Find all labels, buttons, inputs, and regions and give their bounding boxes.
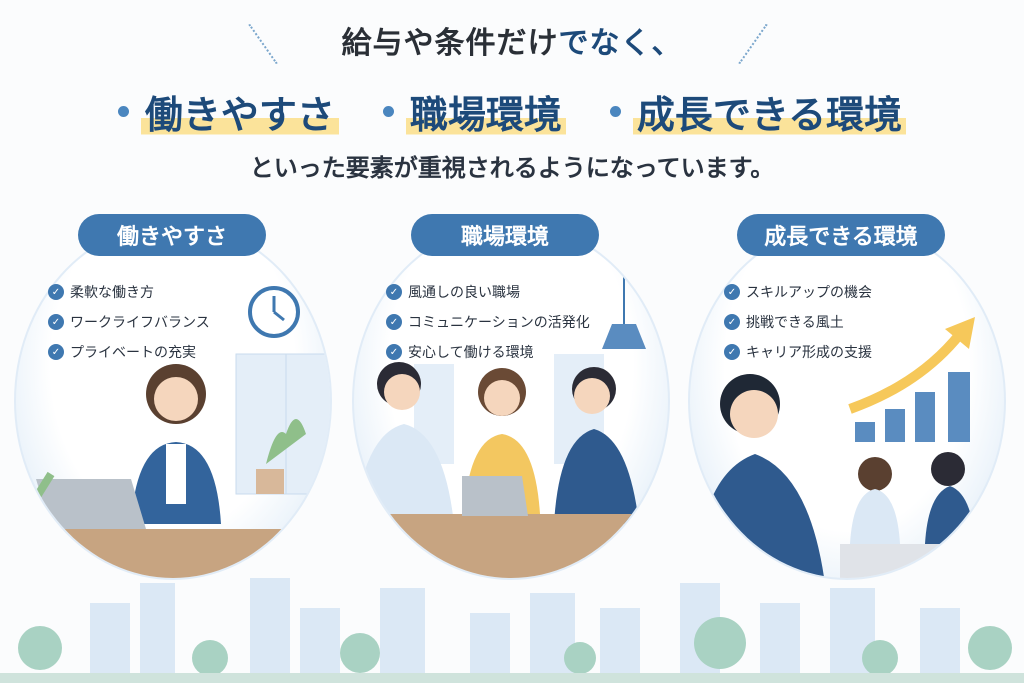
list-item: ✓ ワークライフバランス xyxy=(48,307,210,337)
headline: 給与や条件だけでなく、 xyxy=(0,18,1024,62)
list-item: ✓ スキルアップの機会 xyxy=(724,277,872,307)
list-item: ✓ コミュニケーションの活発化 xyxy=(386,307,590,337)
panel-title: 成長できる環境 xyxy=(737,214,945,256)
check-icon: ✓ xyxy=(48,314,64,330)
list-item-label: 安心して働ける環境 xyxy=(408,345,534,361)
check-icon: ✓ xyxy=(48,284,64,300)
headline-part: 給与や条件だけ xyxy=(341,26,559,61)
panel-workplace xyxy=(352,222,670,580)
lamp-icon xyxy=(602,324,646,349)
keyword-text: 働きやすさ xyxy=(140,84,339,139)
list-item-label: プライベートの充実 xyxy=(70,345,196,361)
list-item: ✓ キャリア形成の支援 xyxy=(724,337,872,367)
check-icon: ✓ xyxy=(724,344,740,360)
list-item: ✓ 挑戦できる風土 xyxy=(724,307,872,337)
bullet-icon xyxy=(117,106,129,117)
list-item-label: ワークライフバランス xyxy=(70,315,210,331)
keyword-row: 働きやすさ 職場環境 成長できる環境 xyxy=(0,84,1024,139)
bullet-icon xyxy=(609,106,621,117)
list-item: ✓ 安心して働ける環境 xyxy=(386,337,590,367)
check-icon: ✓ xyxy=(386,284,402,300)
check-icon: ✓ xyxy=(48,344,64,360)
check-icon: ✓ xyxy=(386,344,402,360)
headline-part-blue: でなく、 xyxy=(558,26,683,61)
subheadline: といった要素が重視されるようになっています。 xyxy=(249,154,775,182)
city-skyline-decor xyxy=(0,578,1024,683)
check-icon: ✓ xyxy=(724,284,740,300)
keyword: 成長できる環境 xyxy=(609,84,907,139)
bullet-icon xyxy=(382,106,394,117)
list-item: ✓ プライベートの充実 xyxy=(48,337,210,367)
list-item-label: コミュニケーションの活発化 xyxy=(408,315,590,331)
checklist: ✓ 風通しの良い職場 ✓ コミュニケーションの活発化 ✓ 安心して働ける環境 xyxy=(386,277,590,367)
check-icon: ✓ xyxy=(724,314,740,330)
list-item-label: スキルアップの機会 xyxy=(746,285,872,301)
keyword-text: 成長できる環境 xyxy=(632,84,907,139)
keyword: 職場環境 xyxy=(382,84,566,139)
checklist: ✓ 柔軟な働き方 ✓ ワークライフバランス ✓ プライベートの充実 xyxy=(48,277,210,367)
list-item: ✓ 柔軟な働き方 xyxy=(48,277,210,307)
list-item-label: 風通しの良い職場 xyxy=(408,285,520,301)
panel-title: 働きやすさ xyxy=(78,214,266,256)
keyword-text: 職場環境 xyxy=(405,84,566,139)
check-icon: ✓ xyxy=(386,314,402,330)
list-item-label: 柔軟な働き方 xyxy=(70,285,154,301)
checklist: ✓ スキルアップの機会 ✓ 挑戦できる風土 ✓ キャリア形成の支援 xyxy=(724,277,872,367)
keyword: 働きやすさ xyxy=(117,84,339,139)
panel-work-ease xyxy=(14,222,332,580)
panel-growth xyxy=(688,222,1006,580)
list-item-label: 挑戦できる風土 xyxy=(746,315,844,331)
panel-title: 職場環境 xyxy=(411,214,599,256)
list-item-label: キャリア形成の支援 xyxy=(746,345,872,361)
arrow-up-icon xyxy=(848,330,964,414)
list-item: ✓ 風通しの良い職場 xyxy=(386,277,590,307)
